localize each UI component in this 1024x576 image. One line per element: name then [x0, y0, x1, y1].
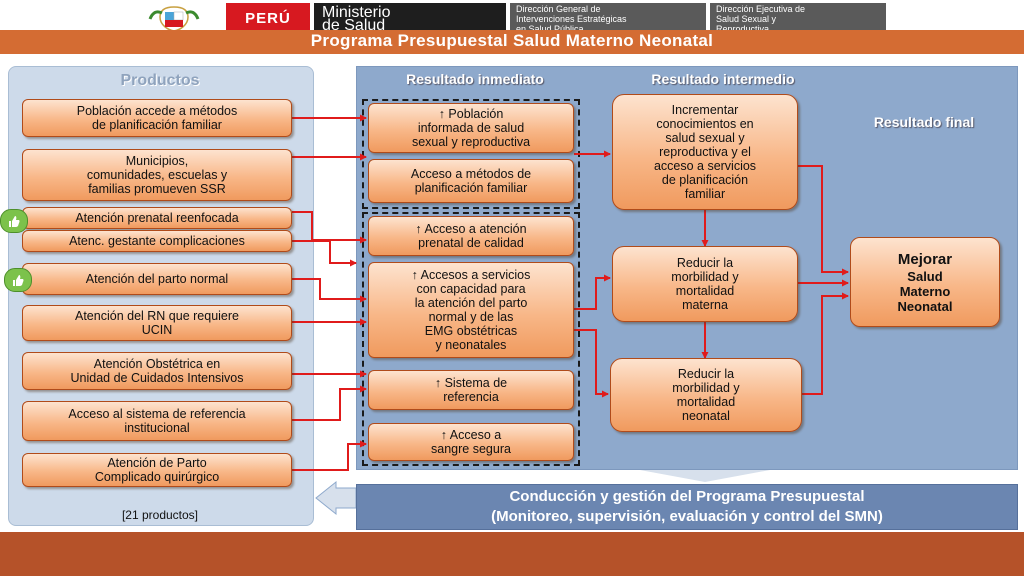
intermediate-box-neonatal: Reducir la morbilidad y mortalidad neona… — [610, 358, 802, 432]
immediate-box-planning-access: Acceso a métodos de planificación famili… — [368, 159, 574, 203]
intermediate-result-heading: Resultado intermedio — [651, 71, 795, 87]
footer-bar — [0, 532, 1024, 576]
product-box-normal-birth: Atención del parto normal — [22, 263, 292, 295]
product-box-municipios: Municipios, comunidades, escuelas y fami… — [22, 149, 292, 201]
immediate-group-2 — [362, 212, 580, 466]
product-box-rn-ucin: Atención del RN que requiere UCIN — [22, 305, 292, 341]
product-box-complications: Atenc. gestante complicaciones — [22, 230, 292, 252]
final-result-box: Mejorar Salud Materno Neonatal — [850, 237, 1000, 327]
intermediate-box-maternal: Reducir la morbilidad y mortalidad mater… — [612, 246, 798, 322]
title-bar — [0, 30, 1024, 54]
page-title: Programa Presupuestal Salud Materno Neon… — [310, 31, 714, 50]
country-label: PERÚ — [226, 3, 310, 33]
immediate-box-referral-system: ↑ Sistema de referencia — [368, 370, 574, 410]
products-heading: Productos — [120, 72, 200, 89]
products-panel — [8, 66, 314, 526]
management-bar: Conducción y gestión del Programa Presup… — [356, 484, 1018, 530]
immediate-box-prenatal-access: ↑ Acceso a atención prenatal de calidad — [368, 216, 574, 256]
immediate-box-services-access: ↑ Accesos a servicios con capacidad para… — [368, 262, 574, 358]
product-box-referral: Acceso al sistema de referencia instituc… — [22, 401, 292, 441]
products-count: [21 productos] — [121, 508, 199, 522]
immediate-box-informed: ↑ Población informada de salud sexual y … — [368, 103, 574, 153]
ministry-label: Ministerio de Salud — [314, 3, 506, 34]
final-result-subtitle: Salud Materno Neonatal — [897, 268, 953, 314]
product-box-surgical-birth: Atención de Parto Complicado quirúrgico — [22, 453, 292, 487]
direction-general-label: Dirección General de Intervenciones Estr… — [510, 3, 706, 34]
thumbs-up-icon — [0, 209, 28, 233]
product-box-planning: Población accede a métodos de planificac… — [22, 99, 292, 137]
product-box-obstetric-icu: Atención Obstétrica en Unidad de Cuidado… — [22, 352, 292, 390]
final-result-title: Mejorar — [897, 250, 953, 268]
immediate-result-heading: Resultado inmediato — [406, 71, 544, 87]
direction-executive-label: Dirección Ejecutiva de Salud Sexual y Re… — [710, 3, 886, 34]
intermediate-box-knowledge: Incrementar conocimientos en salud sexua… — [612, 94, 798, 210]
final-result-heading: Resultado final — [873, 114, 975, 130]
thumbs-up-icon — [4, 268, 32, 292]
immediate-box-safe-blood: ↑ Acceso a sangre segura — [368, 423, 574, 461]
product-box-prenatal: Atención prenatal reenfocada — [22, 207, 292, 229]
